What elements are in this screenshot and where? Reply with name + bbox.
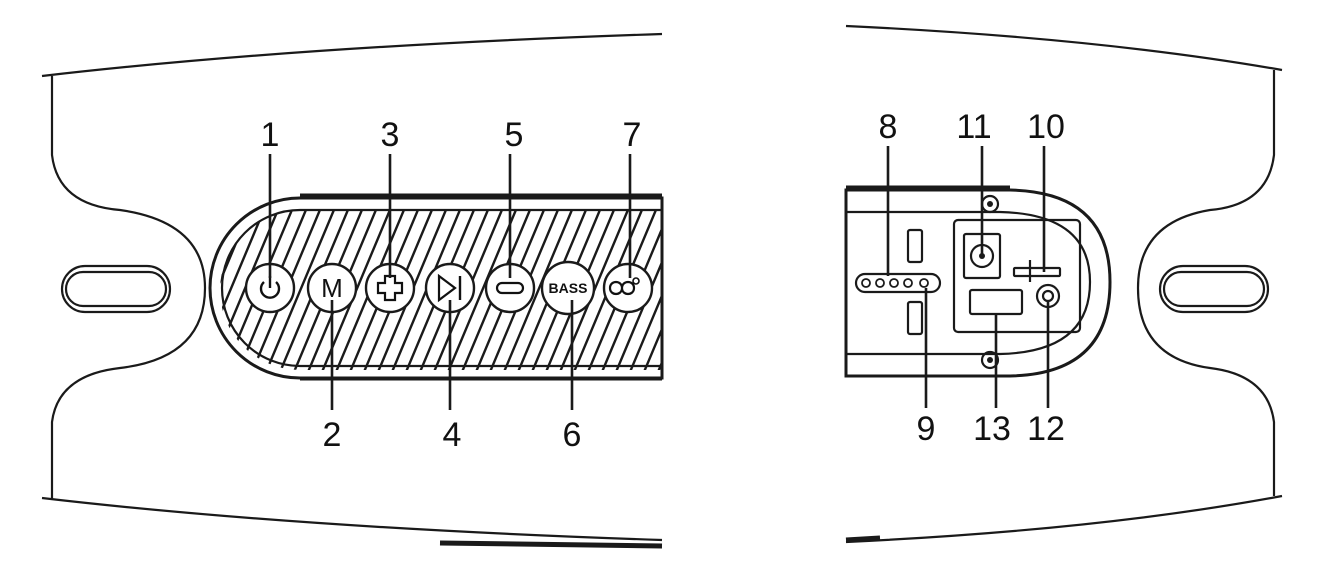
callout-3: 3 (381, 116, 400, 154)
texture-line (220, 210, 268, 370)
bass-button-label: BASS (549, 280, 588, 296)
texture-line (446, 210, 520, 370)
callout-12: 12 (1027, 410, 1065, 448)
callout-11: 11 (956, 108, 991, 146)
tws-button[interactable] (602, 262, 654, 314)
right-view: 8 9 10 11 12 13 (844, 24, 1283, 544)
play-pause-icon (437, 273, 457, 303)
callout-2: 2 (323, 416, 342, 454)
texture-line (502, 210, 576, 370)
strap-slot-right-inner (1162, 270, 1266, 308)
callout-8: 8 (879, 108, 898, 146)
minus-icon (495, 281, 525, 295)
texture-line (140, 205, 210, 372)
plus-icon (376, 274, 404, 302)
texture-line (672, 205, 742, 372)
callout-7: 7 (623, 116, 642, 154)
callout-9: 9 (917, 410, 936, 448)
tws-icon (608, 280, 636, 296)
port-cover-plate (952, 218, 1082, 334)
body-top-edge-right (845, 24, 1283, 72)
indicator-leds (854, 272, 942, 294)
left-view: M BASS 1 (41, 32, 756, 549)
volume-up-button[interactable] (364, 262, 416, 314)
card-slot[interactable] (1012, 260, 1062, 282)
callout-1: 1 (261, 116, 280, 154)
texture-line (264, 210, 338, 370)
callout-5: 5 (505, 116, 524, 154)
bass-button[interactable]: BASS (540, 260, 596, 316)
texture-line (642, 210, 662, 370)
body-bottom-edge-right (845, 494, 1283, 544)
callout-6: 6 (563, 416, 582, 454)
texture-line (656, 210, 662, 370)
mode-button[interactable]: M (306, 262, 358, 314)
power-icon (259, 281, 281, 299)
texture-line (686, 205, 756, 372)
strap-slot-left-inner (64, 270, 168, 308)
vent-slot-top (906, 228, 924, 264)
callout-10: 10 (1027, 108, 1065, 146)
bottom-foot-left (439, 540, 663, 549)
strap-slot-right (1158, 264, 1270, 314)
port-panel-outline (844, 188, 1112, 378)
texture-line (628, 210, 662, 370)
screw-bottom (980, 350, 1000, 370)
body-top-edge-left (41, 32, 663, 78)
vent-slot-bottom (906, 300, 924, 336)
bottom-foot-right (845, 535, 881, 543)
callout-4: 4 (443, 416, 462, 454)
mode-button-label: M (321, 273, 343, 303)
callout-13: 13 (973, 410, 1011, 448)
body-bottom-edge-left (41, 496, 663, 542)
body-left-profile (50, 76, 207, 500)
strap-slot-left (60, 264, 172, 314)
body-right-profile (1136, 70, 1276, 496)
play-pause-button[interactable] (424, 262, 476, 314)
